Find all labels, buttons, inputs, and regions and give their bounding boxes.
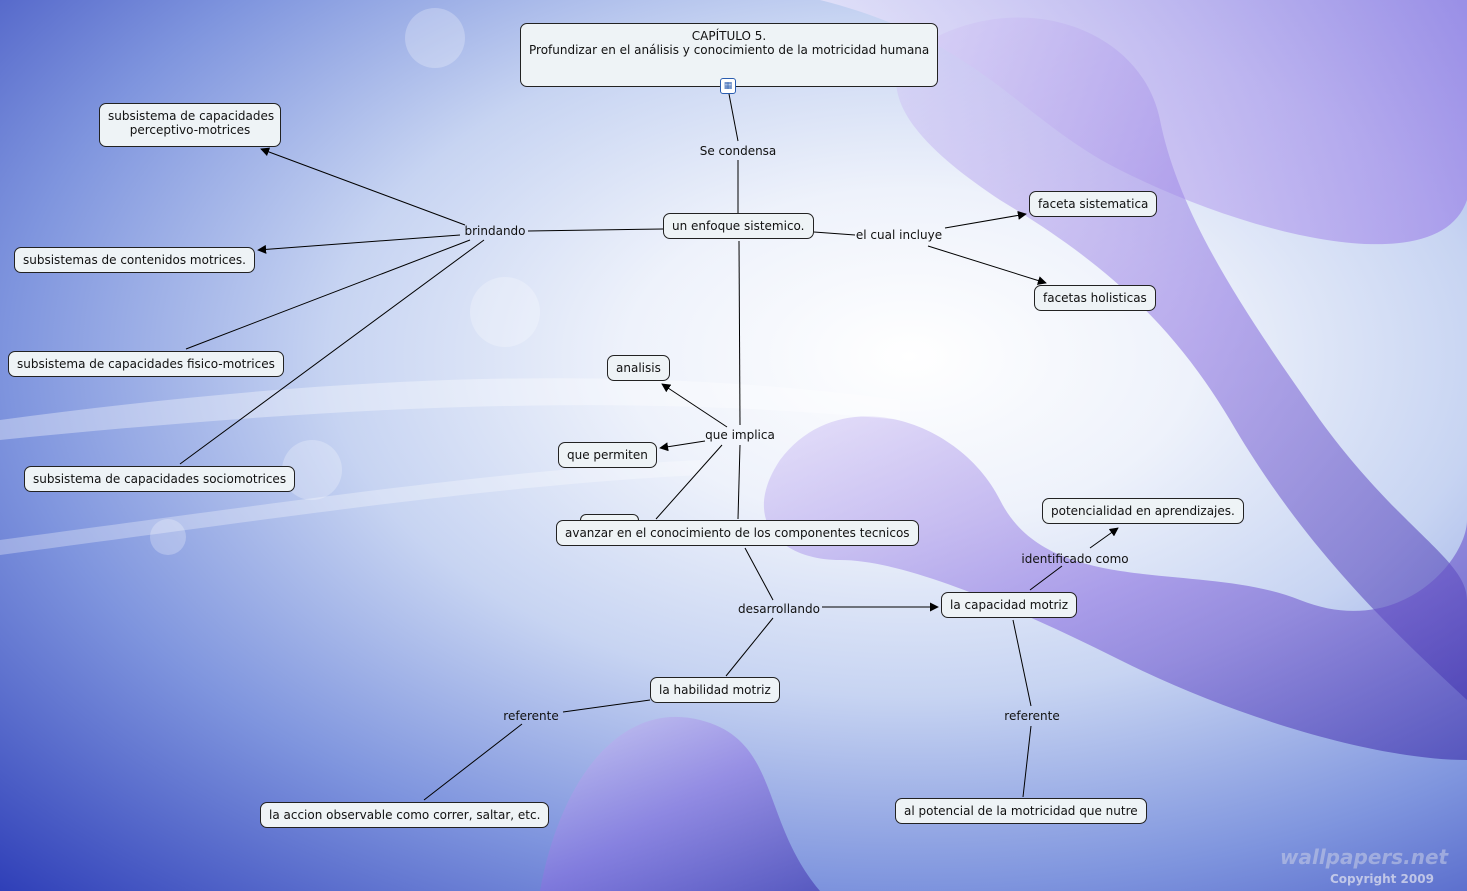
node-contenidos-motrices[interactable]: subsistemas de contenidos motrices. (14, 247, 255, 273)
link-se-condensa[interactable]: Se condensa (699, 144, 777, 158)
node-potencialidad[interactable]: potencialidad en aprendizajes. (1042, 498, 1244, 524)
link-que-implica[interactable]: que implica (705, 428, 775, 442)
submap-icon[interactable]: ▦ (720, 78, 736, 94)
node-faceta-sistematica[interactable]: faceta sistematica (1029, 191, 1158, 217)
node-potencial-motricidad[interactable]: al potencial de la motricidad que nutre (895, 798, 1147, 824)
node-avanzar[interactable]: avanzar en el conocimiento de los compon… (556, 520, 919, 546)
node-analisis[interactable]: analisis (607, 355, 670, 381)
node-capacidad-motriz[interactable]: la capacidad motriz (941, 592, 1078, 618)
link-el-cual-incluye[interactable]: el cual incluye (855, 228, 943, 242)
link-identificado-como[interactable]: identificado como (1021, 552, 1129, 566)
node-habilidad-motriz[interactable]: la habilidad motriz (650, 677, 780, 703)
node-que-permiten[interactable]: que permiten (558, 442, 657, 468)
node-facetas-holisticas[interactable]: facetas holisticas (1034, 285, 1156, 311)
link-brindando[interactable]: brindando (464, 224, 526, 238)
node-accion-observable[interactable]: la accion observable como correr, saltar… (260, 802, 550, 828)
node-text: subsistema de capacidades (108, 109, 275, 123)
link-referente[interactable]: referente (503, 709, 559, 723)
node-enfoque-sistemico[interactable]: un enfoque sistemico. (663, 213, 814, 239)
node-sociomotrices[interactable]: subsistema de capacidades sociomotrices (24, 466, 296, 492)
title-line-2: Profundizar en el análisis y conocimient… (529, 43, 930, 57)
node-perceptivo-motrices[interactable]: subsistema de capacidades perceptivo-mot… (99, 103, 281, 147)
node-fisico-motrices[interactable]: subsistema de capacidades fisico-motrice… (8, 351, 284, 377)
link-referente[interactable]: referente (1004, 709, 1060, 723)
watermark-site: wallpapers.net (1280, 845, 1449, 869)
title-line-1: CAPÍTULO 5. (691, 29, 767, 43)
node-text: perceptivo-motrices (129, 123, 251, 137)
title-node[interactable]: CAPÍTULO 5. Profundizar en el análisis y… (520, 23, 938, 87)
watermark-copyright: Copyright 2009 (1330, 872, 1434, 886)
link-desarrollando[interactable]: desarrollando (738, 602, 820, 616)
